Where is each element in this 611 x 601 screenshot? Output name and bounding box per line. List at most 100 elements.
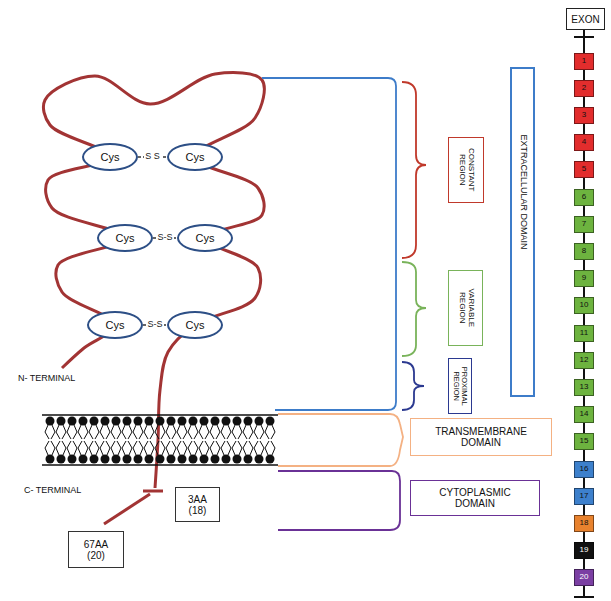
exon-box: 12 (574, 352, 594, 369)
node-label: CONSTANT REGION (457, 140, 475, 200)
exon-number: 6 (582, 193, 586, 202)
node-label: Cys (106, 319, 125, 331)
exon-number: 11 (580, 329, 588, 338)
node-label: Cys (101, 151, 120, 163)
exon-box: 1 (574, 53, 594, 70)
lipid-tail (67, 425, 77, 439)
domain-box: EXTRACELLULAR DOMAIN (510, 67, 535, 397)
exon-link (583, 478, 585, 488)
lipid-head (233, 417, 242, 426)
exon-link (583, 30, 585, 53)
lipid-head (101, 417, 110, 426)
lipid-tail (78, 425, 88, 439)
exon-link (583, 314, 585, 325)
exon-link (583, 206, 585, 216)
exon-number: 9 (582, 274, 586, 283)
lipid-tail (221, 425, 231, 439)
lipid-head (90, 455, 99, 464)
exon-number: 17 (580, 492, 589, 501)
lipid-tail (100, 441, 110, 455)
lipid-head (222, 455, 231, 464)
lipid-head (189, 455, 198, 464)
lipid-tail (78, 441, 88, 455)
lipid-tail (166, 425, 176, 439)
lipid-head (134, 417, 143, 426)
exon-box: 4 (574, 134, 594, 151)
exon-box: 18 (574, 515, 594, 532)
cysteine-ellipse: Cys (167, 143, 223, 171)
exon-box: 17 (574, 488, 594, 505)
region-box: PROXIMAL REGION (448, 358, 472, 414)
exon-number: 7 (582, 220, 586, 229)
lipid-tail (144, 425, 154, 439)
exon-link (583, 423, 585, 433)
lipid-head (167, 455, 176, 464)
lipid-head (233, 455, 242, 464)
lipid-tail (199, 441, 209, 455)
length-box: 67AA (20) (68, 531, 124, 568)
exon-link (583, 532, 585, 542)
exon-link (583, 124, 585, 134)
lipid-tail (232, 425, 242, 439)
exon-link (583, 151, 585, 161)
lipid-head (145, 455, 154, 464)
lipid-tail (177, 441, 187, 455)
exon-box: 13 (574, 379, 594, 396)
region-box: CONSTANT REGION (448, 137, 484, 203)
variable-bracket (402, 262, 426, 356)
node-label: PROXIMAL REGION (452, 361, 469, 411)
domain-box: CYTOPLASMIC DOMAIN (410, 480, 540, 516)
exon-box: 15 (574, 433, 594, 450)
lipid-tail (188, 441, 198, 455)
lipid-head (145, 417, 154, 426)
exon-link (583, 396, 585, 406)
terminal-tick (143, 490, 163, 493)
lipid-tail (243, 425, 253, 439)
constant-bracket (402, 82, 426, 258)
lipid-tail (265, 441, 275, 455)
exon-link (583, 450, 585, 461)
lipid-tail (221, 441, 231, 455)
lipid-head (68, 455, 77, 464)
exon-number: 10 (580, 301, 589, 310)
bond-label: S S (144, 152, 161, 162)
cysteine-ellipse: Cys (167, 311, 223, 339)
lipid-head (79, 417, 88, 426)
membrane-surface (42, 414, 278, 416)
exon-link (583, 342, 585, 352)
lipid-head (200, 455, 209, 464)
lipid-tail (254, 441, 264, 455)
lipid-head (211, 417, 220, 426)
exon-header: EXON (566, 8, 605, 30)
exon-link (583, 559, 585, 569)
lipid-head (255, 417, 264, 426)
terminal-label: C- TERMINAL (24, 486, 81, 496)
lipid-tail (254, 425, 264, 439)
membrane-surface (42, 464, 278, 466)
exon-number: 4 (582, 138, 586, 147)
node-label: VARIABLE REGION (457, 273, 475, 343)
cysteine-ellipse: Cys (177, 224, 233, 252)
lipid-tail (155, 425, 165, 439)
lipid-head (266, 455, 275, 464)
lipid-head (46, 417, 55, 426)
lipid-head (244, 455, 253, 464)
lipid-tail (155, 441, 165, 455)
node-label: Cys (196, 232, 215, 244)
bond-label: S-S (146, 320, 163, 330)
lipid-head (222, 417, 231, 426)
lipid-head (112, 417, 121, 426)
exon-box: 16 (574, 461, 594, 478)
exon-number: 19 (580, 546, 589, 555)
lipid-tail (133, 441, 143, 455)
exon-box: 7 (574, 216, 594, 233)
exon-link (583, 260, 585, 270)
node-label: TRANSMEMBRANE DOMAIN (426, 426, 536, 448)
protein-chain (43, 73, 264, 488)
exon-number: 5 (582, 165, 586, 174)
exon-link (583, 233, 585, 243)
cysteine-ellipse: Cys (97, 224, 153, 252)
lipid-tail (122, 441, 132, 455)
exon-number: 8 (582, 247, 586, 256)
